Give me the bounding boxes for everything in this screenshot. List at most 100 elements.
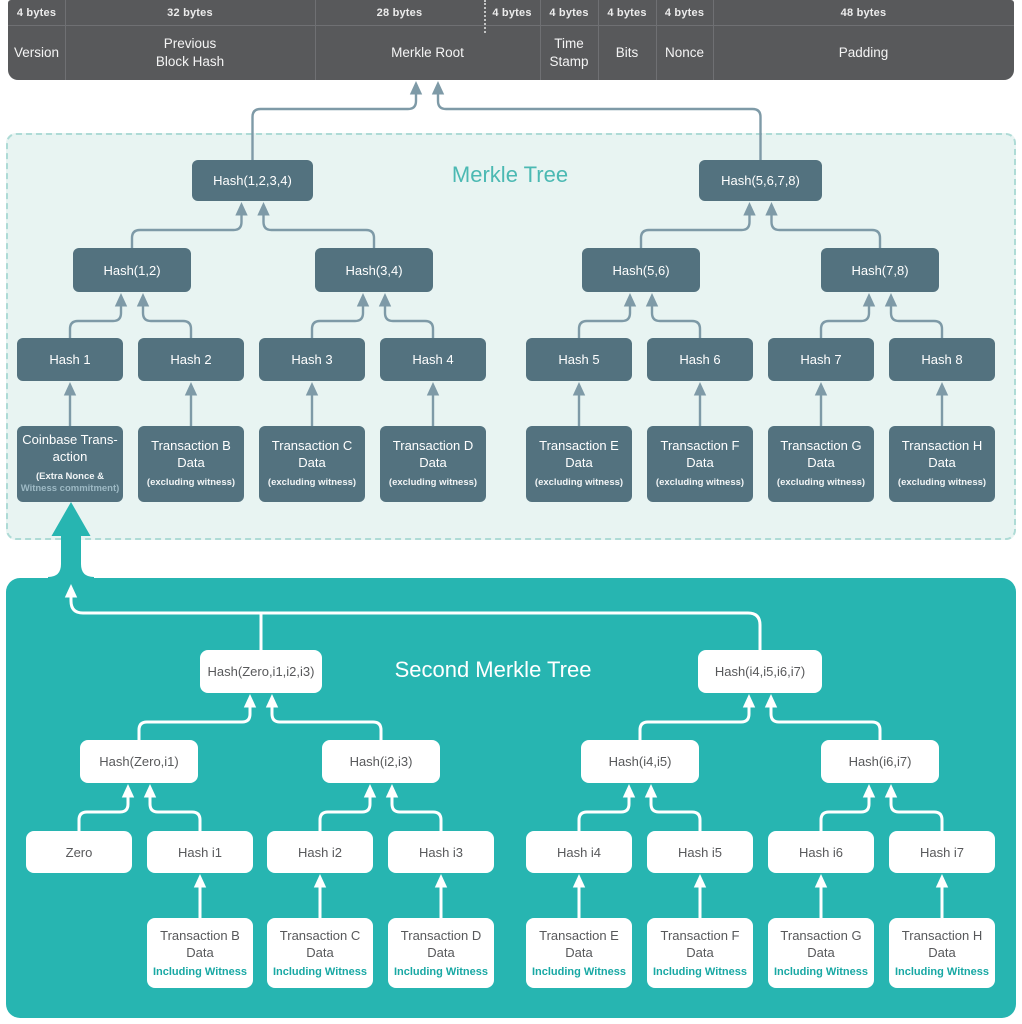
hash-78-node: Hash(7,8) (821, 248, 939, 292)
connector-line (891, 796, 942, 831)
connector-line (438, 93, 761, 160)
connector-line (132, 214, 242, 248)
connector-line (79, 796, 128, 831)
arrowhead-icon (235, 202, 247, 216)
arrowhead-icon (185, 382, 197, 396)
connector-line (771, 706, 880, 740)
arrowhead-icon (266, 694, 278, 708)
arrowhead-icon (694, 382, 706, 396)
hash-4-node: Hash 4 (380, 338, 486, 381)
arrowhead-icon (743, 202, 755, 216)
arrowhead-icon (694, 874, 706, 888)
connector-line (579, 305, 630, 338)
transaction-f-witness-node: Transaction FDataIncluding Witness (647, 918, 753, 988)
arrowhead-icon (765, 694, 777, 708)
hash-1234-node: Hash(1,2,3,4) (192, 160, 313, 201)
witness-commitment-flow-arrow (48, 502, 94, 581)
hash-i1-node: Hash i1 (147, 831, 253, 873)
arrowhead-icon (427, 382, 439, 396)
arrowhead-icon (435, 874, 447, 888)
hash-2-node: Hash 2 (138, 338, 244, 381)
hash-i7-node: Hash i7 (889, 831, 995, 873)
arrowhead-icon (410, 81, 422, 95)
connector-line (150, 796, 200, 831)
connector-line (641, 214, 750, 248)
arrowhead-icon (573, 382, 585, 396)
hash-i6-node: Hash i6 (768, 831, 874, 873)
arrowhead-icon (386, 784, 398, 798)
arrowhead-icon (743, 694, 755, 708)
connector-line (272, 706, 381, 740)
transaction-h-witness-node: Transaction HDataIncluding Witness (889, 918, 995, 988)
coinbase-transaction-node: Coinbase Trans- action (Extra Nonce & Wi… (17, 426, 123, 502)
connector-line (70, 305, 121, 338)
hash-6-node: Hash 6 (647, 338, 753, 381)
arrowhead-icon (936, 874, 948, 888)
hash-zero-i1-node: Hash(Zero,i1) (80, 740, 198, 783)
arrowhead-icon (863, 293, 875, 307)
hash-5678-node: Hash(5,6,7,8) (699, 160, 822, 201)
arrowhead-icon (244, 694, 256, 708)
transaction-d-data-node: Transaction DData(excluding witness) (380, 426, 486, 502)
arrowhead-icon (624, 293, 636, 307)
hash-7-node: Hash 7 (768, 338, 874, 381)
arrowhead-icon (64, 382, 76, 396)
connector-line (320, 796, 370, 831)
transaction-e-witness-node: Transaction EDataIncluding Witness (526, 918, 632, 988)
transaction-h-data-node: Transaction HData(excluding witness) (889, 426, 995, 502)
hash-8-node: Hash 8 (889, 338, 995, 381)
transaction-f-data-node: Transaction FData(excluding witness) (647, 426, 753, 502)
connector-line (651, 796, 700, 831)
hash-i2-i3-node: Hash(i2,i3) (322, 740, 440, 783)
connector-line (821, 796, 869, 831)
hash-i6-i7-node: Hash(i6,i7) (821, 740, 939, 783)
arrowhead-icon (115, 293, 127, 307)
connector-line (143, 305, 191, 338)
hash-34-node: Hash(3,4) (315, 248, 433, 292)
hash-3-node: Hash 3 (259, 338, 365, 381)
transaction-c-data-node: Transaction CData(excluding witness) (259, 426, 365, 502)
connector-line (640, 706, 749, 740)
arrowhead-icon (646, 293, 658, 307)
hash-i4-node: Hash i4 (526, 831, 632, 873)
arrowhead-icon (137, 293, 149, 307)
arrowhead-icon (765, 202, 777, 216)
arrowhead-icon (885, 784, 897, 798)
arrowhead-icon (364, 784, 376, 798)
connector-line (821, 305, 869, 338)
arrowhead-icon (144, 784, 156, 798)
arrowhead-icon (885, 293, 897, 307)
connector-line (392, 796, 441, 831)
transaction-g-data-node: Transaction GData(excluding witness) (768, 426, 874, 502)
arrowhead-icon (645, 784, 657, 798)
connector-line (891, 305, 942, 338)
arrowhead-icon (432, 81, 444, 95)
connector-line (139, 706, 250, 740)
hash-i4-i5-i6-i7-node: Hash(i4,i5,i6,i7) (698, 650, 822, 693)
transaction-g-witness-node: Transaction GDataIncluding Witness (768, 918, 874, 988)
transaction-b-data-node: Transaction BData(excluding witness) (138, 426, 244, 502)
arrowhead-icon (379, 293, 391, 307)
hash-1-node: Hash 1 (17, 338, 123, 381)
second-merkle-tree-title: Second Merkle Tree (393, 657, 593, 683)
transaction-d-witness-node: Transaction DDataIncluding Witness (388, 918, 494, 988)
transaction-b-witness-node: Transaction BDataIncluding Witness (147, 918, 253, 988)
connector-line (253, 93, 417, 160)
connector-line (772, 214, 881, 248)
hash-i3-node: Hash i3 (388, 831, 494, 873)
arrowhead-icon (623, 784, 635, 798)
arrowhead-icon (194, 874, 206, 888)
hash-zero-i1-i2-i3-node: Hash(Zero,i1,i2,i3) (200, 650, 322, 693)
transaction-e-data-node: Transaction EData(excluding witness) (526, 426, 632, 502)
arrowhead-icon (314, 874, 326, 888)
zero-node: Zero (26, 831, 132, 873)
arrowhead-icon (257, 202, 269, 216)
arrowhead-icon (65, 584, 77, 598)
connector-line (652, 305, 700, 338)
second-tree-feed-line (71, 597, 760, 650)
hash-12-node: Hash(1,2) (73, 248, 191, 292)
arrowhead-icon (936, 382, 948, 396)
arrowhead-icon (815, 874, 827, 888)
arrowhead-icon (306, 382, 318, 396)
